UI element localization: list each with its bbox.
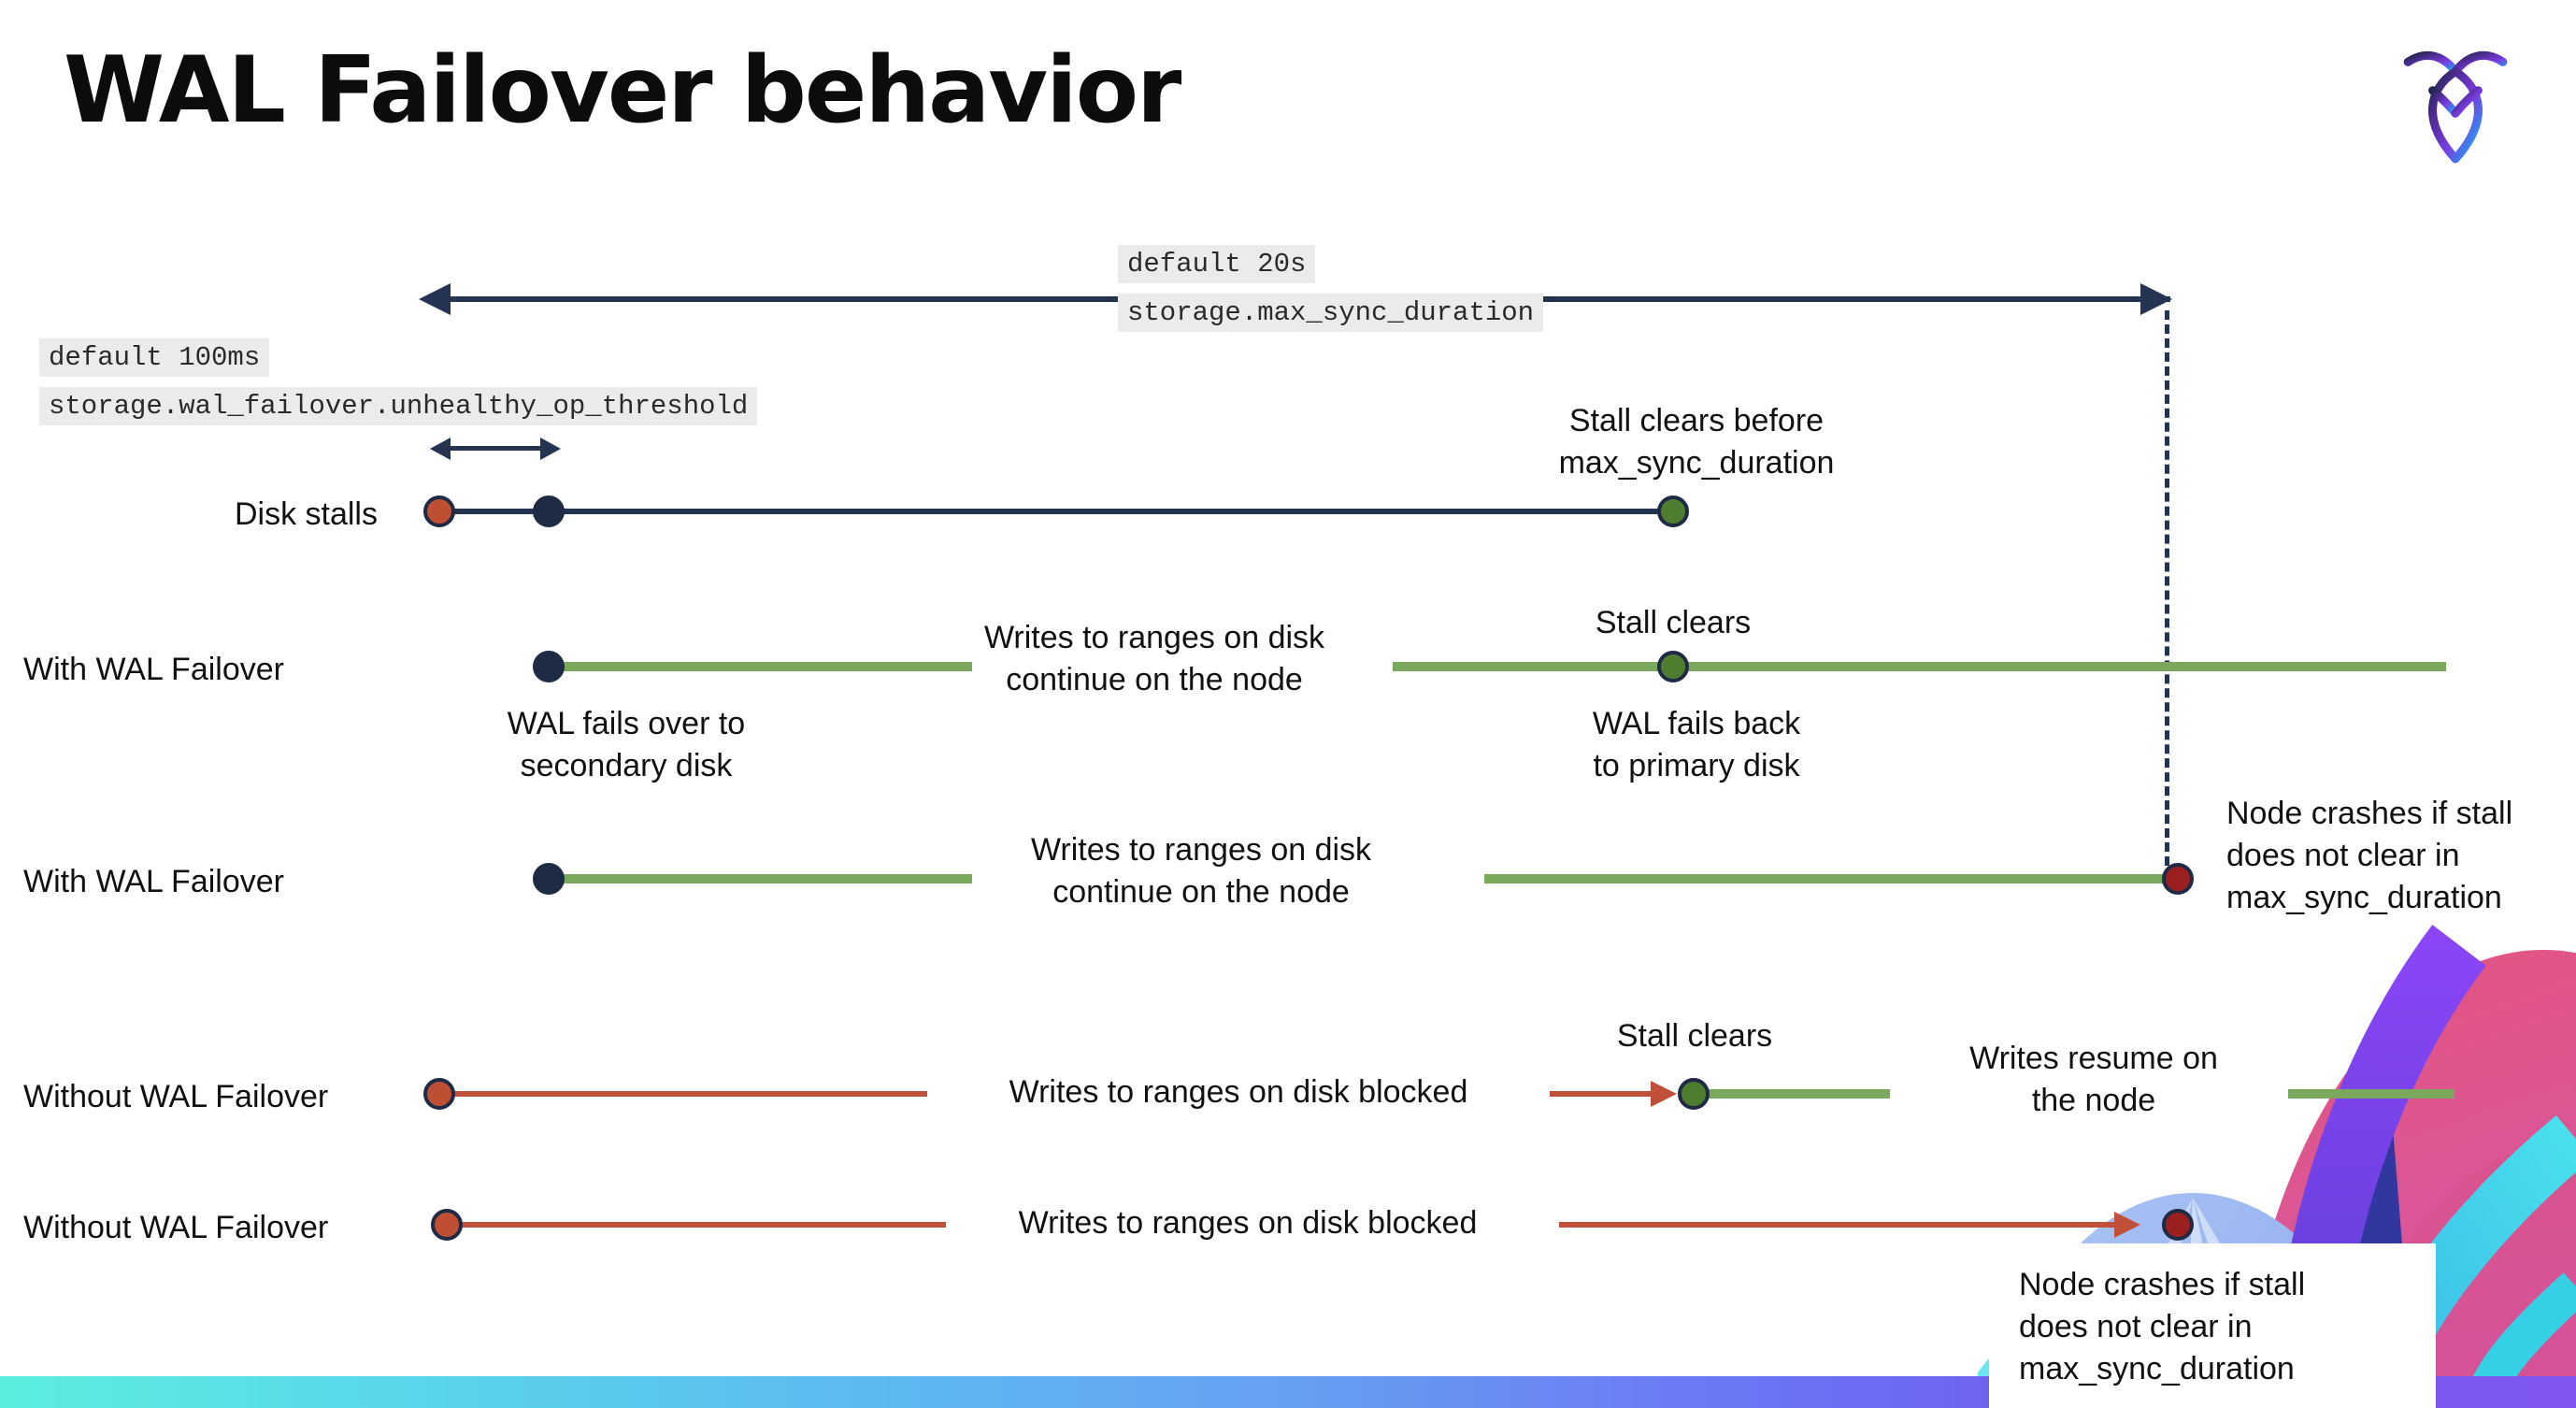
timeline-dashed-connector	[2165, 310, 2169, 866]
timeline-red-1b	[1550, 1091, 1667, 1097]
annotation-node-crashes-1: Node crashes if stall does not clear in …	[2226, 796, 2513, 915]
event-dot-stall-clears-2	[1678, 1078, 1710, 1110]
timeline-red-2a	[462, 1222, 946, 1228]
annotation-wal-fails-over: WAL fails over to secondary disk	[507, 706, 746, 783]
annotation-wal-fails-back: WAL fails back to primary disk	[1592, 706, 1801, 783]
event-dot-failover-1	[533, 651, 565, 682]
annotation-writes-blocked-2: Writes to ranges on disk blocked	[1018, 1205, 1478, 1241]
timeline-green-3a	[1709, 1089, 1890, 1099]
row-label-without-wal-failover-1: Without WAL Failover	[23, 1079, 329, 1114]
unhealthy-threshold-arrow-line	[447, 446, 542, 451]
row-label-with-wal-failover-1: With WAL Failover	[23, 652, 284, 687]
max-sync-default-label: default 20s	[1118, 245, 1316, 283]
timeline-line-disk-stall	[439, 509, 1673, 514]
annotation-writes-blocked-1: Writes to ranges on disk blocked	[1009, 1074, 1468, 1110]
event-dot-failover-threshold	[533, 496, 565, 527]
timeline-green-2a	[561, 874, 972, 884]
event-dot-stall-start	[423, 496, 455, 527]
annotation-writes-continue-2: Writes to ranges on disk continue on the…	[1030, 832, 1372, 910]
event-dot-stall-clears-1	[1657, 651, 1689, 682]
node-crash-callout-box: Node crashes if stall does not clear in …	[1989, 1243, 2436, 1408]
annotation-stall-clears-1: Stall clears	[1595, 605, 1752, 640]
small-arrowhead-left-icon	[430, 437, 451, 460]
annotation-stall-clears-2: Stall clears	[1616, 1018, 1773, 1054]
slide-title: WAL Failover behavior	[64, 37, 1181, 144]
timeline-green-1a	[561, 662, 972, 671]
timeline-green-1b	[1393, 662, 2446, 671]
arrowhead-right-icon	[2140, 283, 2172, 315]
timeline-red-1a	[454, 1091, 927, 1097]
cockroachdb-logo-icon	[2403, 50, 2508, 164]
row-label-without-wal-failover-2: Without WAL Failover	[23, 1210, 329, 1245]
event-dot-node-crash-2	[2162, 1209, 2194, 1241]
row-label-disk-stalls: Disk stalls	[234, 496, 378, 532]
event-dot-stall-start-3	[431, 1209, 463, 1241]
annotation-node-crashes-2: Node crashes if stall does not clear in …	[2019, 1267, 2306, 1386]
small-arrowhead-right-icon	[540, 437, 561, 460]
event-dot-failover-2	[533, 863, 565, 895]
timeline-green-2b	[1484, 874, 2165, 884]
max-sync-setting-label: storage.max_sync_duration	[1118, 294, 1544, 332]
event-dot-stall-clears-before	[1657, 496, 1689, 527]
timeline-red-2b	[1559, 1222, 2127, 1228]
annotation-stall-clears-before: Stall clears before max_sync_duration	[1558, 403, 1835, 481]
timeline-green-3b	[2288, 1089, 2454, 1099]
annotation-writes-resume: Writes resume on the node	[1969, 1041, 2218, 1118]
annotation-writes-continue-1: Writes to ranges on disk continue on the…	[983, 620, 1325, 697]
arrowhead-left-icon	[419, 283, 451, 315]
unhealthy-threshold-default-label: default 100ms	[39, 338, 270, 377]
event-dot-stall-start-2	[423, 1078, 455, 1110]
event-dot-node-crash-1	[2162, 863, 2194, 895]
red-arrowhead-2-icon	[2114, 1212, 2140, 1238]
unhealthy-threshold-setting-label: storage.wal_failover.unhealthy_op_thresh…	[39, 387, 758, 425]
red-arrowhead-1-icon	[1651, 1081, 1677, 1107]
row-label-with-wal-failover-2: With WAL Failover	[23, 864, 284, 899]
